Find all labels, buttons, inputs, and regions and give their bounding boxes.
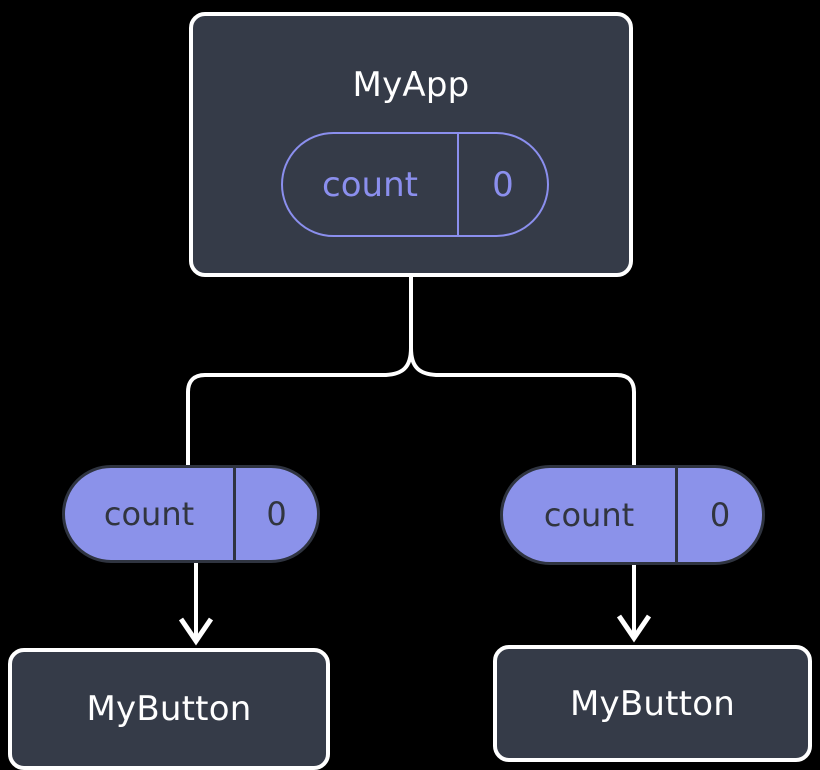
prop-pill-value: 0	[675, 468, 762, 562]
edge-junction-right-curve	[409, 346, 636, 394]
component-label-mybutton: MyButton	[86, 689, 252, 729]
component-node-mybutton-left[interactable]: MyButton	[8, 648, 330, 770]
component-label-myapp: MyApp	[352, 65, 470, 105]
state-pill-key: count	[322, 164, 418, 205]
state-pill-myapp[interactable]: count 0	[281, 132, 549, 237]
component-label-mybutton: MyButton	[570, 683, 735, 724]
arrowhead-left-icon	[178, 617, 214, 646]
prop-pill-key: count	[103, 495, 195, 533]
prop-pill-value: 0	[233, 468, 317, 560]
component-node-myapp[interactable]: MyApp count 0	[189, 12, 633, 277]
arrowhead-right-icon	[616, 614, 652, 643]
prop-pill-right[interactable]: count 0	[500, 465, 765, 565]
state-pill-value: 0	[457, 134, 547, 235]
prop-pill-left[interactable]: count 0	[62, 465, 320, 563]
component-node-mybutton-right[interactable]: MyButton	[493, 645, 812, 762]
edge-junction-left-curve	[186, 346, 413, 394]
prop-pill-key: count	[543, 496, 635, 534]
